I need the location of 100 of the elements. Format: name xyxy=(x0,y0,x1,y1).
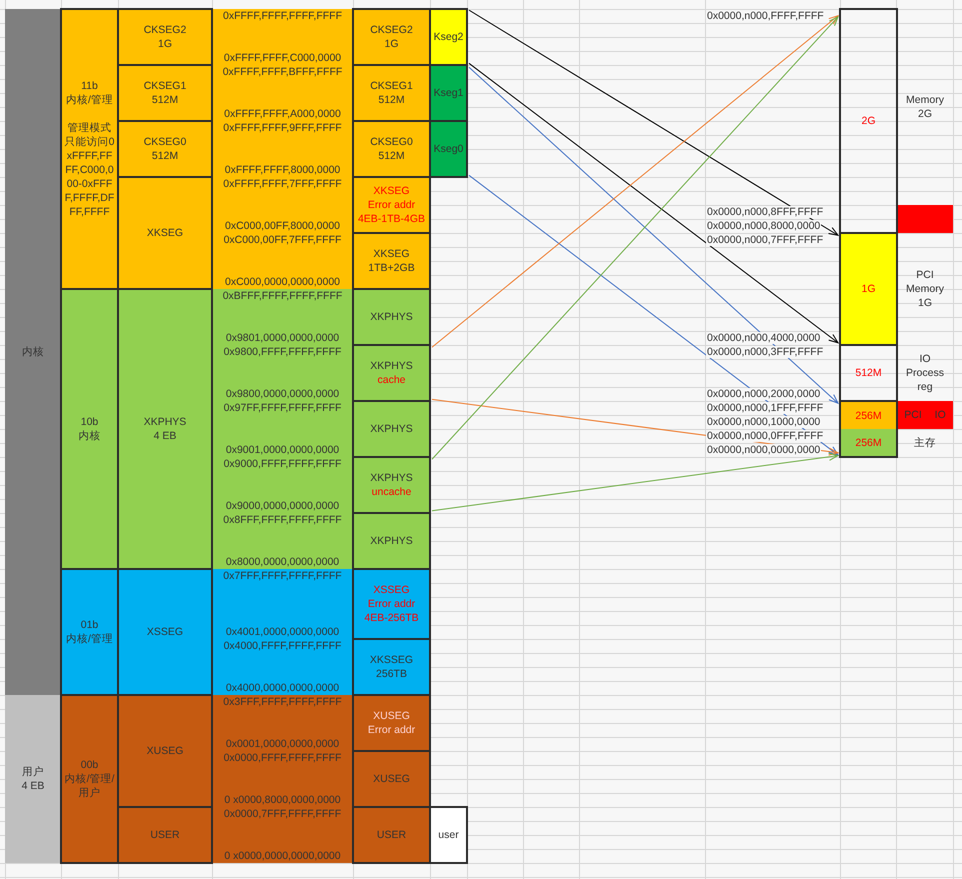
segment-cell xyxy=(352,694,431,752)
segment-label: XKPHYS xyxy=(370,422,413,436)
segment-note: 1G xyxy=(384,37,398,51)
segment-cell xyxy=(352,750,431,808)
segment-note: 1G xyxy=(158,37,172,51)
segment-label: CKSEG1 xyxy=(144,79,186,93)
io-region-box xyxy=(897,401,953,429)
segment-cell xyxy=(117,64,213,122)
size-label: 512M xyxy=(855,366,882,380)
address-label: 0x0000,7FFF,FFFF,FFFF xyxy=(224,808,342,820)
segment-cell xyxy=(352,456,431,514)
segment-cell xyxy=(429,806,468,864)
segment-cell xyxy=(117,568,213,696)
segment-cell xyxy=(429,8,468,66)
segment-note: 512M xyxy=(378,93,405,107)
segment-label: XKSEG xyxy=(373,247,410,261)
arrow xyxy=(468,174,838,456)
address-label: 0xFFFF,FFFF,7FFF,FFFF xyxy=(223,178,342,190)
segment-note: Error addr xyxy=(368,198,416,212)
segment-label: XKSSEG xyxy=(370,653,414,667)
arrow xyxy=(432,15,838,348)
segment-note: 4EB-256TB xyxy=(364,611,419,625)
segment-cell xyxy=(352,512,431,570)
segment-cell xyxy=(352,568,431,640)
address-label: 0x9800,0000,0000,0000 xyxy=(226,388,340,400)
memory-region-box xyxy=(839,400,898,429)
segment-cell xyxy=(352,64,431,122)
segment-label: XKPHYS xyxy=(370,471,413,485)
segment-label: CKSEG2 xyxy=(370,23,413,37)
mode-bits-label: 10b xyxy=(80,415,98,429)
size-label: 256M xyxy=(855,408,882,422)
address-label: 0xC000,00FF,7FFF,FFFF xyxy=(224,234,342,246)
address-label: 0x9001,0000,0000,0000 xyxy=(226,444,340,456)
region-label: PCI IO xyxy=(904,408,946,422)
address-label: 0x8000,0000,0000,0000 xyxy=(226,556,340,568)
mode-cell xyxy=(60,8,119,290)
address-label: 0x97FF,FFFF,FFFF,FFFF xyxy=(224,402,342,414)
segment-label: Kseg2 xyxy=(434,30,464,44)
segment-cell xyxy=(352,344,431,402)
segment-note: 512M xyxy=(152,93,178,107)
mode-label: 内核 xyxy=(78,429,100,443)
address-label: 0x0000,n000,1FFF,FFFF xyxy=(706,402,824,414)
segment-label: XKPHYS xyxy=(370,534,413,548)
segment-note: 256TB xyxy=(376,667,407,681)
arrow xyxy=(468,62,838,344)
segment-cell xyxy=(352,120,431,178)
arrow xyxy=(432,452,838,512)
segment-cell xyxy=(117,8,213,66)
address-label: 0x9000,0000,0000,0000 xyxy=(226,500,340,512)
address-label: 0xFFFF,FFFF,8000,0000 xyxy=(224,164,340,176)
address-label: 0x0000,n000,0000,0000 xyxy=(706,444,822,456)
privilege-cell xyxy=(5,695,61,863)
region-label: PCI Memory 1G xyxy=(905,268,945,310)
address-label: 0x9000,FFFF,FFFF,FFFF xyxy=(224,458,342,470)
arrow xyxy=(432,16,838,460)
address-label: 0x0000,n000,2000,0000 xyxy=(706,388,822,400)
mode-cell xyxy=(60,288,119,570)
address-label: 0xFFFF,FFFF,BFFF,FFFF xyxy=(222,66,342,78)
segment-note: 512M xyxy=(378,149,405,163)
segment-note: cache xyxy=(377,373,406,387)
address-label: 0 x0000,8000,0000,0000 xyxy=(224,794,341,806)
address-label: 0xFFFF,FFFF,C000,0000 xyxy=(224,52,342,64)
size-label: 2G xyxy=(861,114,876,128)
address-label: 0x0000,n000,7FFF,FFFF xyxy=(706,234,824,246)
segment-cell xyxy=(352,8,431,66)
address-label: 0x7FFF,FFFF,FFFF,FFFF xyxy=(223,570,342,582)
address-label: 0x9800,FFFF,FFFF,FFFF xyxy=(224,346,342,358)
address-label: 0x8FFF,FFFF,FFFF,FFFF xyxy=(223,514,342,526)
segment-note: 512M xyxy=(152,149,178,163)
segment-cell xyxy=(117,176,213,290)
segment-cell xyxy=(117,694,213,808)
segment-cell xyxy=(352,400,431,458)
segment-label: user xyxy=(438,828,459,842)
address-band xyxy=(212,9,353,289)
mode-cell xyxy=(60,568,119,696)
segment-cell xyxy=(352,176,431,234)
address-band xyxy=(212,289,353,569)
arrow xyxy=(468,10,838,236)
segment-label: XKSEG xyxy=(373,184,410,198)
address-label: 0xFFFF,FFFF,9FFF,FFFF xyxy=(223,122,342,134)
segment-note: 4EB-1TB-4GB xyxy=(358,212,426,226)
address-label: 0x0000,FFFF,FFFF,FFFF xyxy=(224,752,342,764)
address-label: 0xBFFF,FFFF,FFFF,FFFF xyxy=(222,290,342,302)
address-label: 0x0000,n000,3FFF,FFFF xyxy=(706,346,824,358)
size-label: 4 EB xyxy=(22,779,44,793)
address-label: 0xFFFF,FFFF,A000,0000 xyxy=(224,108,341,120)
segment-cell xyxy=(352,288,431,346)
size-label: 1G xyxy=(861,282,876,296)
address-label: 0x0000,n000,1000,0000 xyxy=(706,416,822,428)
mode-label: 内核/管理 xyxy=(66,93,113,107)
segment-note: Error addr xyxy=(368,597,416,611)
segment-label: CKSEG0 xyxy=(370,135,413,149)
address-label: 0x0000,n000,8FFF,FFFF xyxy=(706,206,824,218)
segment-label: XUSEG xyxy=(373,772,410,786)
arrow xyxy=(468,66,838,404)
access-note: 管理模式只能访问0xFFFF,FFFF,C000,000-0xFFFF,FFFF,DFFF,FFFF xyxy=(64,121,116,219)
memory-region-box xyxy=(839,232,898,346)
segment-note: Error addr xyxy=(368,723,416,737)
segment-label: Kseg0 xyxy=(434,142,464,156)
segment-note: 1TB+2GB xyxy=(368,261,415,275)
